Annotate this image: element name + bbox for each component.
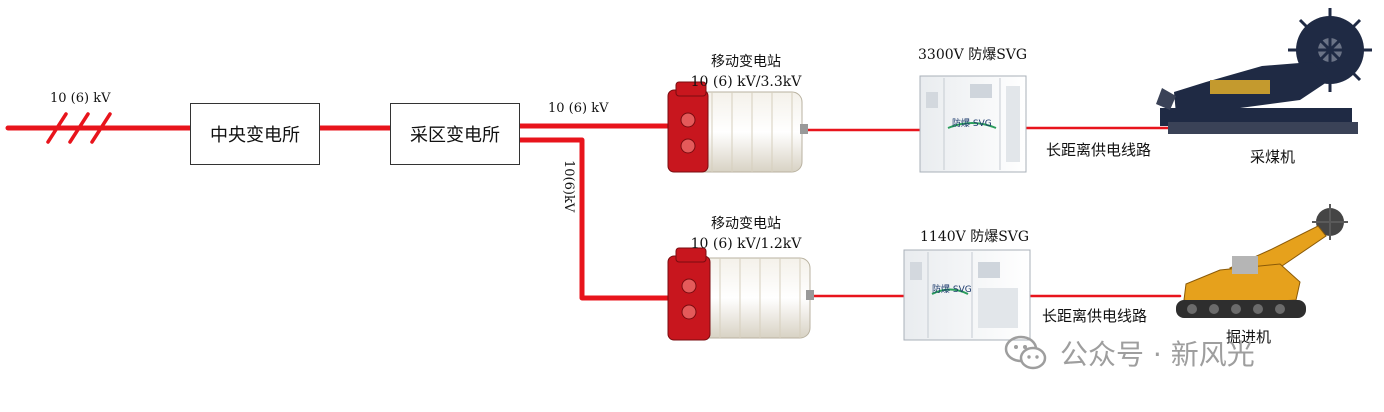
main-feed-voltage-label: 10 (6) kV bbox=[50, 91, 111, 106]
svg-lower-cabinet-text: 防爆 SVG bbox=[932, 285, 972, 295]
power-lines bbox=[5, 123, 1182, 301]
svg-lower-label: 1140V 防爆SVG bbox=[920, 229, 1030, 245]
upper-branch-voltage-label: 10 (6) kV bbox=[548, 101, 609, 116]
mobile-substation-lower-label: 移动变电站 10 (6) kV/1.2kV bbox=[666, 214, 826, 254]
mobile-substation-lower-drawing bbox=[667, 247, 814, 341]
svg-upper-label: 3300V 防爆SVG bbox=[918, 47, 1028, 63]
mobile-substation-lower-rating: 10 (6) kV/1.2kV bbox=[690, 236, 802, 252]
mobile-substation-upper-title: 移动变电站 bbox=[711, 54, 781, 70]
roadheader-label: 掘进机 bbox=[1226, 328, 1272, 346]
watermark-text: 公众号 · 新风光 bbox=[1060, 338, 1255, 371]
shearer-label: 采煤机 bbox=[1250, 148, 1296, 166]
lower-branch-voltage-label: 10(6)kV bbox=[561, 160, 576, 213]
district-to-lower-station-line bbox=[517, 137, 675, 301]
central-substation-box: 中央变电所 bbox=[190, 103, 320, 165]
watermark: 公众号 · 新风光 bbox=[1004, 333, 1255, 373]
upper-line-label: 长距离供电线路 bbox=[1046, 141, 1152, 159]
roadheader-drawing bbox=[1176, 204, 1348, 318]
svg-cabinet-upper-drawing bbox=[919, 75, 1027, 173]
line-break-symbol bbox=[46, 112, 112, 144]
shearer-drawing bbox=[1156, 8, 1372, 134]
mobile-substation-upper-drawing bbox=[667, 81, 808, 173]
lower-line-label: 长距离供电线路 bbox=[1042, 307, 1148, 325]
mobile-substation-upper-rating: 10 (6) kV/3.3kV bbox=[690, 74, 802, 90]
wechat-icon bbox=[1004, 335, 1047, 370]
district-substation-box: 采区变电所 bbox=[390, 103, 520, 165]
svg-upper-cabinet-text: 防爆 SVG bbox=[952, 119, 992, 129]
svg-cabinet-lower-drawing bbox=[903, 249, 1031, 341]
mobile-substation-upper-label: 移动变电站 10 (6) kV/3.3kV bbox=[666, 52, 826, 92]
mobile-substation-lower-title: 移动变电站 bbox=[711, 216, 781, 232]
